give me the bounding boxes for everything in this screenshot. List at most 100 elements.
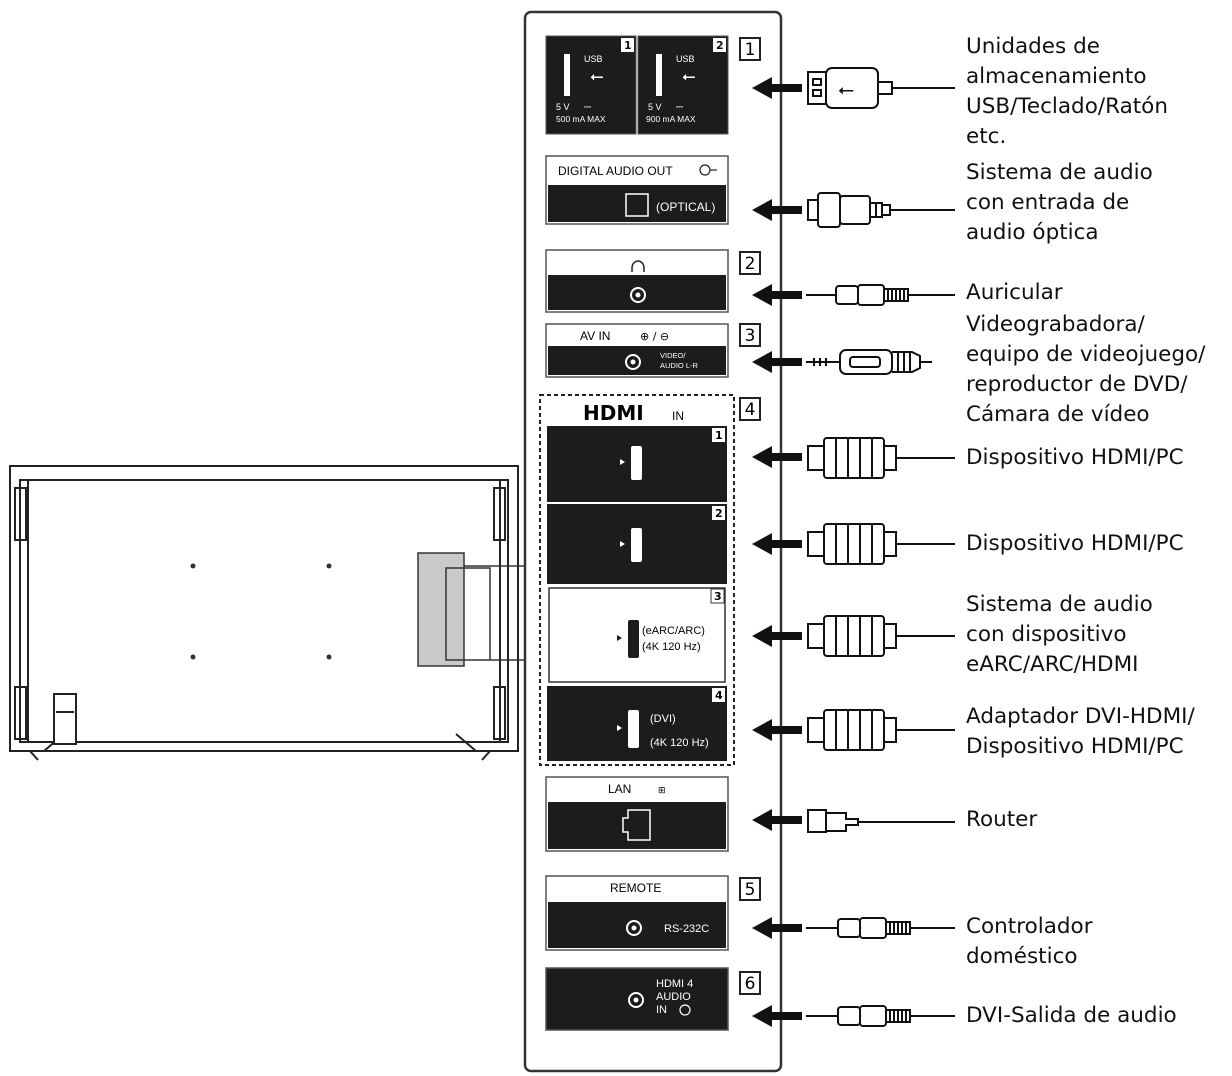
remote-port: REMOTE RS-232C (545, 875, 729, 951)
label-line: con entrada de (966, 190, 1130, 215)
label-line: Sistema de audio (966, 160, 1153, 185)
label-line: USB/Teclado/Ratón (966, 94, 1168, 119)
remote-plug-icon (806, 917, 955, 939)
av-in-title: AV IN (580, 329, 610, 343)
dc-symbol: ⎓ (584, 103, 591, 113)
label-line: eARC/ARC/HDMI (966, 652, 1139, 677)
svg-text:5: 5 (745, 880, 756, 900)
network-icon: ⊞ (658, 786, 666, 796)
hdmi-port-4-line2: (4K 120 Hz) (650, 737, 709, 749)
label-hdmi2: Dispositivo HDMI/PC (966, 529, 1184, 559)
av-in-port: AV IN ⊕ / ⊖ VIDEO/ AUDIO L-R (545, 323, 729, 378)
remote-sub: RS-232C (664, 923, 709, 935)
optical-plug-icon (807, 192, 955, 228)
hdmi-socket-icon (628, 710, 639, 748)
optical-title: DIGITAL AUDIO OUT (558, 164, 673, 178)
usb-port-2: USB ⭠ 2 5 V ⎓ 900 mA MAX (637, 35, 729, 135)
hdmi-port-3-line1: (eARC/ARC) (642, 625, 705, 637)
hdmi-socket-icon (631, 446, 642, 480)
hdmi-port-4: 4 (DVI) (4K 120 Hz) (547, 686, 727, 761)
usb-port-1-name: USB (584, 54, 603, 64)
label-line: Sistema de audio (966, 592, 1153, 617)
hdmi-plug-icon (807, 523, 955, 565)
label-line: Auricular (966, 280, 1063, 305)
label-usb-devices: Unidades de almacenamiento USB/Teclado/R… (966, 32, 1168, 152)
optical-port: DIGITAL AUDIO OUT (OPTICAL) (545, 155, 729, 225)
headphone-plug-icon (806, 284, 955, 306)
hdmi-plug-icon (807, 709, 955, 751)
label-line: reproductor de DVD/ (966, 372, 1188, 397)
label-line: Videograbadora/ (966, 312, 1145, 337)
remote-marker: 5 (739, 877, 761, 901)
hdmi-plug-icon (807, 437, 955, 479)
hdmi-port-2: 2 (547, 504, 727, 584)
label-router: Router (966, 805, 1037, 835)
label-line: almacenamiento (966, 64, 1147, 89)
remote-title: REMOTE (610, 881, 661, 895)
lan-port: LAN ⊞ (545, 776, 729, 852)
label-line: DVI-Salida de audio (966, 1003, 1177, 1028)
svg-text:2: 2 (745, 254, 756, 274)
optical-sub: (OPTICAL) (656, 200, 715, 214)
label-line: equipo de videojuego/ (966, 342, 1206, 367)
av-in-sub1: VIDEO/ (660, 351, 686, 360)
usb-port-2-number: 2 (716, 39, 724, 52)
ethernet-plug-icon (807, 809, 955, 833)
dc-symbol: ⎓ (676, 103, 683, 113)
hdmi-audio-line3: IN (656, 1004, 667, 1016)
usb-port-2-power: 5 V (648, 102, 662, 112)
jack-icon (626, 920, 642, 936)
hdmi-plug-icons (807, 437, 955, 751)
hdmi-port-4-number: 4 (715, 689, 723, 702)
label-line: Dispositivo HDMI/PC (966, 445, 1184, 470)
label-line: audio óptica (966, 220, 1099, 245)
label-line: Dispositivo HDMI/PC (966, 734, 1184, 759)
hdmi-port-3-line2: (4K 120 Hz) (642, 641, 701, 653)
tv-terminal-highlight (417, 552, 525, 667)
svg-text:3: 3 (745, 326, 756, 346)
label-line: Controlador (966, 914, 1093, 939)
label-line: con dispositivo (966, 622, 1127, 647)
hdmi-audio-line2: AUDIO (656, 991, 691, 1003)
usb-icon: ⭠ (682, 67, 696, 87)
arrow-hdmi2 (752, 533, 802, 555)
usb-port-2-current: 900 mA MAX (646, 114, 696, 124)
label-dvi-audio-out: DVI-Salida de audio (966, 1001, 1177, 1031)
av-in-sub2: AUDIO L-R (660, 361, 699, 370)
hdmi-header: HDMI IN (583, 401, 684, 425)
label-line: Router (966, 807, 1038, 832)
tv-rear-view (9, 465, 519, 761)
arrow-lan (752, 809, 802, 831)
svg-text:4: 4 (745, 400, 756, 420)
optical-socket-icon (625, 193, 649, 217)
hdmi-in-label: IN (672, 409, 684, 423)
ethernet-socket-icon (622, 809, 651, 841)
av-plug-icon (806, 349, 932, 375)
hdmi-socket-icon (628, 620, 639, 658)
label-hdmi1: Dispositivo HDMI/PC (966, 443, 1184, 473)
jack-icon (630, 287, 646, 303)
label-optical-audio: Sistema de audio con entrada de audio óp… (966, 158, 1153, 248)
usb-port-2-name: USB (676, 54, 695, 64)
input-output-icon: ⊕ / ⊖ (640, 330, 669, 343)
usb-icon: ⭠ (590, 67, 604, 87)
input-arrow-icon (679, 1004, 691, 1016)
hdmi-audio-line1: HDMI 4 (656, 978, 693, 990)
hdmi-marker: 4 (739, 397, 761, 421)
label-hdmi4: Adaptador DVI-HDMI/ Dispositivo HDMI/PC (966, 702, 1195, 762)
jack-icon (625, 354, 641, 370)
arrow-hdmi4 (752, 719, 802, 741)
hdmi-port-3: 3 (eARC/ARC) (4K 120 Hz) (548, 587, 726, 683)
av-marker: 3 (739, 323, 761, 347)
label-headphone: Auricular (966, 278, 1063, 308)
hdmi-group-outline (539, 394, 735, 766)
svg-text:⭠: ⭠ (838, 77, 854, 101)
arrow-hdmi-audio (752, 1005, 802, 1027)
arrow-headphone (752, 284, 802, 306)
lan-title: LAN (608, 782, 631, 796)
arrow-hdmi3 (752, 625, 802, 647)
hdmi-port-2-number: 2 (715, 507, 723, 520)
label-hdmi3: Sistema de audio con dispositivo eARC/AR… (966, 590, 1153, 680)
hdmi-port-3-number: 3 (714, 590, 722, 603)
